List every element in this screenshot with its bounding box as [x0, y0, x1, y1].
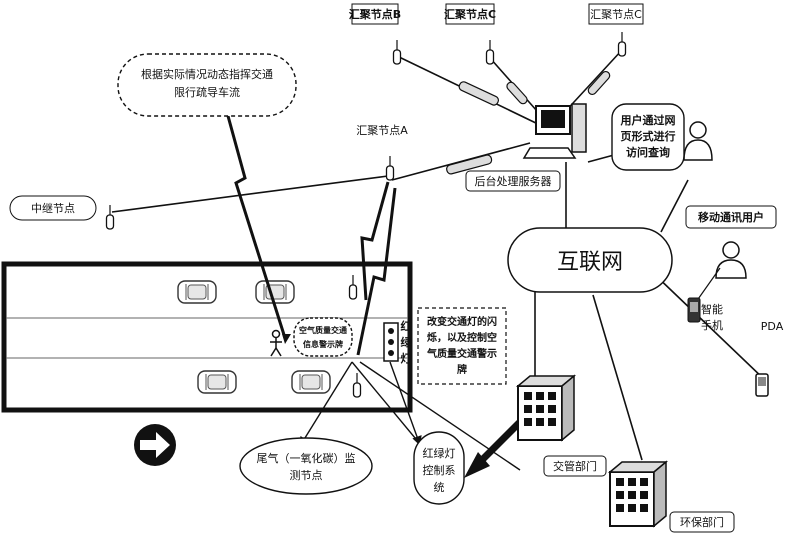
link-capsules: [446, 70, 611, 175]
agg-node-c-label: 汇聚节点C: [444, 7, 496, 21]
environment-dept-building-icon: [609, 461, 667, 527]
light-control-line-2: 控制系: [423, 463, 456, 477]
phone-label-1: 智能: [701, 302, 723, 316]
mobile-user-label: 移动通讯用户: [698, 210, 764, 224]
traffic-light-char-2: 绿: [401, 335, 413, 349]
antenna-icon: [105, 204, 115, 230]
smartphone-icon: [687, 297, 701, 323]
agg-node-b: 汇聚节点B: [349, 3, 402, 65]
car-icon: [177, 280, 217, 304]
pedestrian-icon: [270, 329, 282, 357]
antenna-icon: [392, 39, 402, 65]
relay-node-label: 中继节点: [31, 202, 75, 215]
traffic-dept-building-icon: [517, 375, 575, 441]
pda-label: PDA: [761, 320, 784, 333]
light-change-line-3: 气质量交通警示: [426, 347, 497, 360]
traffic-light-char-1: 红: [401, 319, 412, 333]
antenna-icon: [485, 39, 495, 65]
car-icon: [291, 370, 331, 394]
exhaust-node-line-1: 尾气（一氧化碳）监: [257, 451, 356, 465]
light-control-callout: 红绿灯 控制系 统: [413, 431, 465, 505]
agg-node-a: 汇聚节点A: [356, 124, 408, 181]
server-label: 后台处理服务器: [475, 174, 552, 188]
aq-sign-line-1: 空气质量交通: [299, 325, 347, 335]
web-user-line-1: 用户通过网: [621, 113, 676, 127]
light-control-line-1: 红绿灯: [423, 446, 456, 460]
light-change-callout: 改变交通灯的闪 烁，以及控制空 气质量交通警示 牌: [417, 307, 507, 385]
web-user-callout: 用户通过网 页形式进行 访问查询: [611, 103, 685, 171]
pda-icon: [755, 373, 769, 397]
antenna-icon: [617, 31, 627, 57]
environment-dept-label: 环保部门: [680, 515, 724, 529]
agg-node-top-right: 汇聚节点C: [588, 3, 644, 57]
car-icon: [255, 280, 295, 304]
light-change-line-2: 烁，以及控制空: [427, 331, 497, 344]
traffic-dept-label: 交管部门: [553, 459, 597, 473]
web-user-line-3: 访问查询: [626, 145, 670, 159]
direction-arrow-icon: [134, 424, 176, 466]
internet-cloud: 互联网: [507, 227, 673, 293]
exhaust-node-callout: 尾气（一氧化碳）监 测节点: [239, 437, 373, 495]
phone-label-2: 手机: [701, 318, 723, 332]
agg-node-b-label: 汇聚节点B: [349, 7, 401, 21]
internet-label: 互联网: [557, 250, 623, 275]
agg-node-c: 汇聚节点C: [444, 3, 496, 65]
traffic-light-icon: [383, 322, 399, 362]
wireless-links: [223, 104, 397, 356]
light-control-line-3: 统: [434, 481, 445, 494]
web-user-line-2: 页形式进行: [621, 129, 676, 143]
exhaust-node-line-2: 测节点: [290, 469, 323, 482]
aq-sign: 空气质量交通 信息警示牌: [293, 317, 353, 357]
mobile-user-person-icon: [715, 241, 747, 279]
relay-node: 中继节点: [9, 195, 115, 230]
web-user-person-icon: [683, 121, 713, 161]
server-computer-icon: [522, 103, 587, 159]
agg-node-top-right-label: 汇聚节点C: [590, 8, 642, 21]
traffic-light-char-3: 灯: [401, 351, 412, 365]
light-change-line-1: 改变交通灯的闪: [427, 315, 497, 328]
car-icon: [197, 370, 237, 394]
aq-sign-line-2: 信息警示牌: [303, 339, 343, 349]
command-arrow: [464, 417, 525, 478]
guidance-line-1: 根据实际情况动态指挥交通: [141, 67, 273, 81]
agg-node-a-label: 汇聚节点A: [356, 124, 408, 137]
antenna-icon: [385, 155, 395, 181]
light-change-line-4: 牌: [457, 363, 467, 376]
guidance-callout: 根据实际情况动态指挥交通 限行疏导车流: [117, 53, 297, 117]
guidance-line-2: 限行疏导车流: [174, 85, 240, 99]
